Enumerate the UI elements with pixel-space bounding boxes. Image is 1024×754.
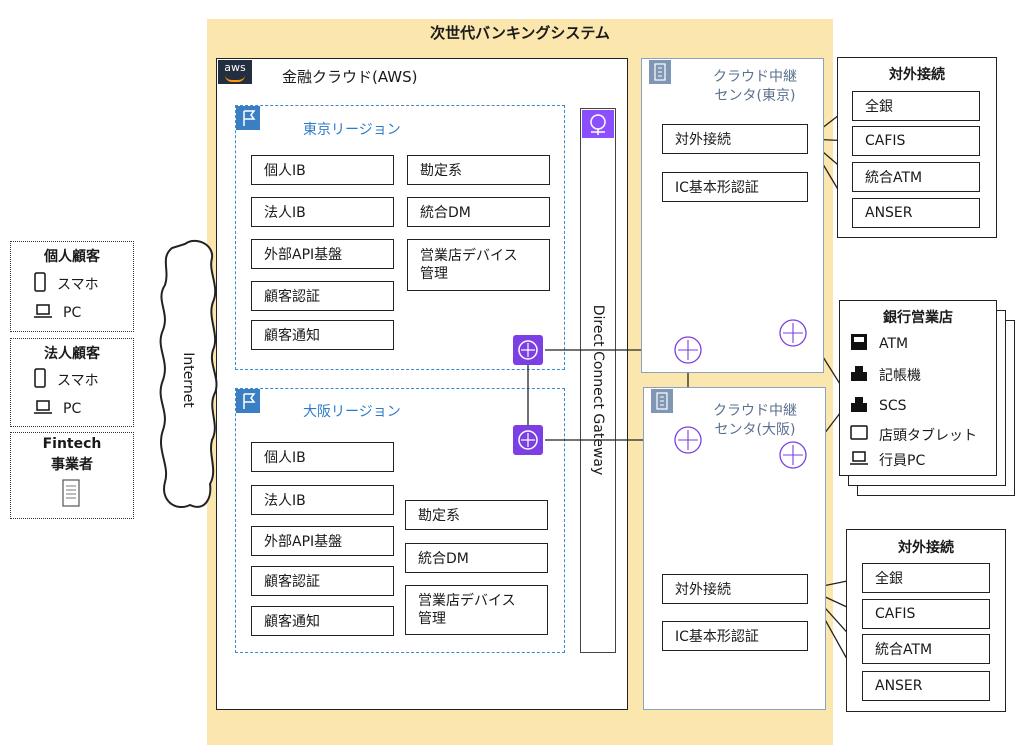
tokyo-branch-device-mgmt: 営業店デバイス 管理 [407,239,550,291]
branch-atm: ATM [849,333,908,355]
tablet-icon [849,424,869,446]
tokyo-center-ic-auth: IC基本形認証 [662,172,808,202]
corporate-customer [10,338,134,427]
osaka-core-accounting: 勘定系 [405,500,548,530]
tokyo-customer-auth: 顧客認証 [251,281,394,311]
external-top-zengin: 全銀 [852,91,980,121]
tokyo-region-label: 東京リージョン [303,122,401,138]
relay-center-osaka-label-2: センタ(大阪) [714,422,796,438]
corporate-smartphone-label: スマホ [57,373,99,389]
osaka-branch-device-line1: 営業店デバイス [418,593,516,609]
corporate-pc-label: PC [63,401,82,417]
laptop-icon [849,449,869,471]
external-bottom-cafis: CAFIS [862,599,990,629]
osaka-corporate-ib: 法人IB [251,485,394,515]
relay-center-osaka-label-1: クラウド中継 [713,403,797,419]
laptop-icon [33,399,53,419]
osaka-center-ic-auth: IC基本形認証 [662,621,808,651]
relay-center-tokyo-label: クラウド中継 センタ(東京) [690,68,820,106]
tokyo-core-accounting: 勘定系 [407,155,550,185]
external-bottom-title: 対外接続 [898,540,954,556]
aws-logo-text: aws [224,61,246,74]
osaka-customer-auth: 顧客認証 [251,566,394,596]
aws-logo: aws [218,60,252,84]
individual-pc-label: PC [63,305,82,321]
external-bottom-atm: 統合ATM [862,634,990,664]
corporate-pc: PC [33,399,81,419]
passbook-machine-icon [849,364,869,386]
system-title: 次世代バンキングシステム [430,24,610,42]
individual-smartphone: スマホ [33,272,99,296]
branch-tablet: 店頭タブレット [849,424,977,446]
corporate-smartphone: スマホ [33,368,99,392]
relay-center-tokyo-label-1: クラウド中継 [713,69,797,85]
internet-label-wrap: Internet [158,340,218,420]
external-bottom-zengin: 全銀 [862,563,990,593]
relay-center-tokyo-label-2: センタ(東京) [714,88,796,104]
tokyo-branch-device-line2: 管理 [420,266,448,282]
branch-scs-label: SCS [879,398,907,414]
osaka-branch-device-mgmt: 営業店デバイス 管理 [405,585,548,635]
building-icon [649,60,671,84]
bank-branch-panel [839,300,997,476]
tokyo-personal-ib: 個人IB [251,155,394,185]
relay-center-osaka [643,387,826,710]
router-icon [513,425,543,455]
osaka-region-label: 大阪リージョン [303,404,401,420]
branch-passbook: 記帳機 [849,364,921,386]
flag-icon [236,106,260,130]
bank-branch-title: 銀行営業店 [883,310,953,326]
branch-scs: SCS [849,395,907,417]
smartphone-icon [33,272,47,296]
branch-atm-label: ATM [879,336,909,352]
osaka-personal-ib: 個人IB [251,442,394,472]
osaka-external-api: 外部API基盤 [251,526,394,556]
branch-passbook-label: 記帳機 [879,368,921,384]
tokyo-integrated-dm: 統合DM [407,197,550,227]
branch-tablet-label: 店頭タブレット [879,428,977,444]
tokyo-branch-device-line1: 営業店デバイス [420,248,518,264]
osaka-customer-notify: 顧客通知 [251,606,394,636]
tokyo-external-api: 外部API基盤 [251,239,394,269]
smartphone-icon [33,368,47,392]
tokyo-corporate-ib: 法人IB [251,197,394,227]
fintech-title-2: 事業者 [51,457,93,473]
osaka-center-external: 対外接続 [662,574,808,604]
flag-icon [236,389,260,413]
corporate-customer-title: 法人顧客 [44,346,100,362]
direct-connect-gateway [580,108,616,653]
external-top-title: 対外接続 [889,67,945,83]
osaka-branch-device-line2: 管理 [418,611,446,627]
fintech-title-1: Fintech [42,436,102,452]
direct-connect-icon [582,110,614,138]
atm-icon [849,333,869,355]
server-icon [62,479,80,511]
external-top-atm: 統合ATM [852,162,980,192]
branch-staff-pc: 行員PC [849,449,925,471]
laptop-icon [33,303,53,323]
individual-customer [10,241,134,332]
branch-staff-pc-label: 行員PC [879,453,926,469]
router-icon [513,335,543,365]
building-icon [651,389,673,413]
tokyo-customer-notify: 顧客通知 [251,320,394,350]
individual-pc: PC [33,303,81,323]
scs-icon [849,395,869,417]
internet-label: Internet [180,352,196,408]
external-top-anser: ANSER [852,198,980,228]
aws-title: 金融クラウド(AWS) [282,68,418,86]
individual-customer-title: 個人顧客 [44,249,100,265]
individual-smartphone-label: スマホ [57,277,99,293]
relay-center-osaka-label: クラウド中継 センタ(大阪) [690,402,820,440]
external-top-cafis: CAFIS [852,126,980,156]
external-bottom-anser: ANSER [862,671,990,701]
osaka-integrated-dm: 統合DM [405,543,548,573]
tokyo-center-external: 対外接続 [662,124,808,154]
